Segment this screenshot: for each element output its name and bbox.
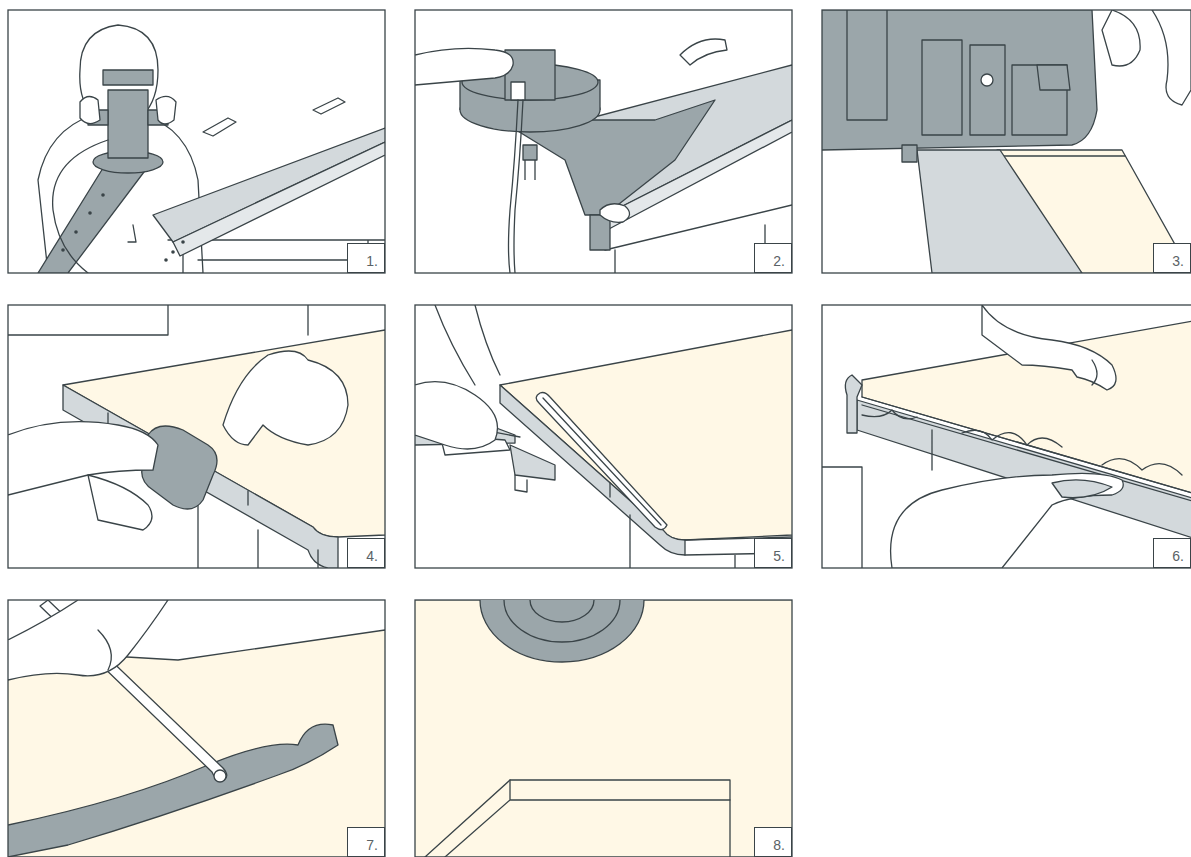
step-number: 7. xyxy=(366,838,378,852)
step-number: 1. xyxy=(366,254,378,268)
step-panel xyxy=(415,538,792,857)
step-number-box: 8. xyxy=(754,827,792,857)
step-panel xyxy=(8,305,385,568)
step-number: 4. xyxy=(366,549,378,563)
step-number: 6. xyxy=(1172,549,1184,563)
step-number-box: 6. xyxy=(1153,538,1191,568)
step-number: 8. xyxy=(773,838,785,852)
step-number-box: 5. xyxy=(754,538,792,568)
step-number-box: 4. xyxy=(347,538,385,568)
step-panel xyxy=(822,10,1191,273)
step-number-box: 7. xyxy=(347,827,385,857)
step-number-box: 3. xyxy=(1153,243,1191,273)
step-panel xyxy=(8,10,385,273)
step-panel xyxy=(8,600,385,857)
step-number: 2. xyxy=(773,254,785,268)
step-number: 3. xyxy=(1172,254,1184,268)
step-panel xyxy=(415,10,792,273)
step-panel xyxy=(822,305,1191,568)
step-panel xyxy=(415,305,792,568)
step-number-box: 1. xyxy=(347,243,385,273)
step-number-box: 2. xyxy=(754,243,792,273)
step-number: 5. xyxy=(773,549,785,563)
